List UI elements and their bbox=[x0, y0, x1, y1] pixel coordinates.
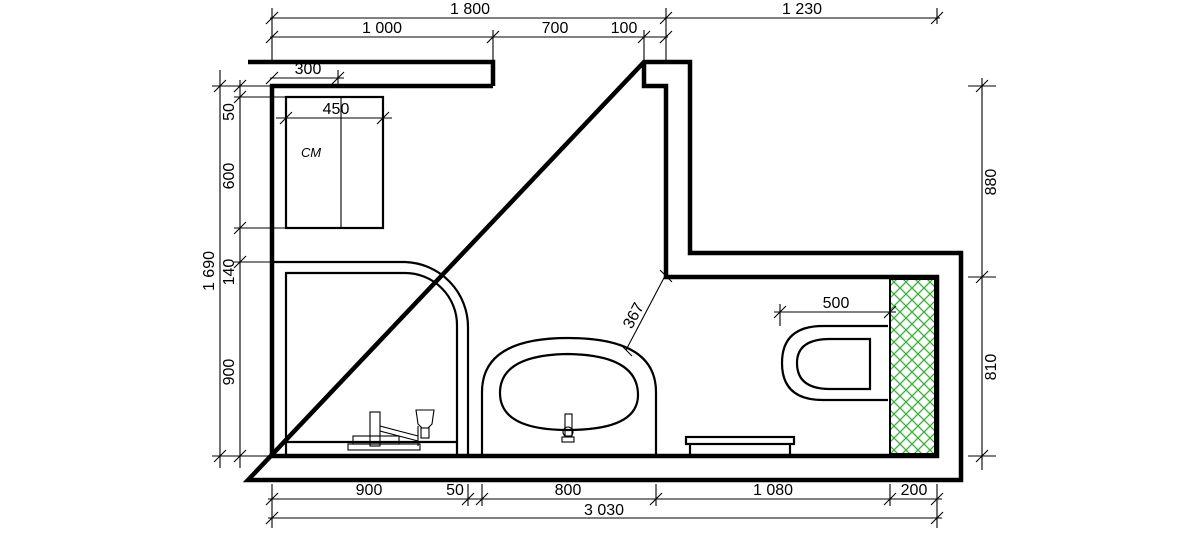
dim-top-2: 700 bbox=[542, 20, 569, 37]
washbasin bbox=[480, 336, 658, 456]
shower-mixer-icon bbox=[347, 409, 435, 451]
dim-bottom-5: 200 bbox=[901, 482, 928, 499]
dim-left-4: 900 bbox=[221, 359, 238, 386]
dim-right-lower: 810 bbox=[983, 354, 1000, 381]
bottom-dimensions: 900 50 800 1 080 200 3 030 bbox=[265, 482, 944, 528]
dim-bottom-4: 1 080 bbox=[753, 482, 793, 499]
dim-top-right: 1 230 bbox=[782, 1, 822, 18]
dim-left-2: 600 bbox=[221, 163, 238, 190]
fixtures: СМ bbox=[272, 95, 936, 456]
dim-washer-width: 300 bbox=[295, 61, 322, 78]
dim-bottom-1: 900 bbox=[356, 482, 383, 499]
toilet bbox=[780, 324, 888, 402]
basin-faucet-icon bbox=[561, 413, 575, 443]
dim-left-3: 140 bbox=[221, 259, 238, 286]
washing-machine: СМ bbox=[284, 95, 385, 230]
shower-tray bbox=[272, 260, 470, 456]
dim-top-overall: 1 800 bbox=[450, 1, 490, 18]
inner-wall bbox=[269, 62, 940, 459]
dim-bottom-overall: 3 030 bbox=[584, 502, 624, 519]
dim-bottom-3: 800 bbox=[555, 482, 582, 499]
walls bbox=[242, 59, 964, 483]
toilet-installation bbox=[889, 278, 936, 455]
dim-bottom-2: 50 bbox=[446, 482, 464, 499]
washing-machine-label: СМ bbox=[301, 145, 321, 160]
dim-right-upper: 880 bbox=[983, 169, 1000, 196]
diagonal-dimension: 367 bbox=[619, 269, 673, 357]
dim-top-1: 1 000 bbox=[362, 20, 402, 37]
bench bbox=[684, 435, 796, 456]
top-dimensions: 1 800 1 230 1 000 700 100 300 450 bbox=[265, 1, 944, 125]
dim-toilet-width: 500 bbox=[823, 295, 850, 312]
left-dimensions: 1 690 50 600 140 900 bbox=[201, 70, 286, 468]
dim-cabinet-width: 450 bbox=[323, 101, 350, 118]
outer-wall bbox=[242, 59, 964, 483]
right-dimensions: 880 810 bbox=[968, 78, 1000, 470]
dim-left-1: 50 bbox=[221, 103, 238, 121]
toilet-dimension: 500 bbox=[773, 295, 897, 326]
dim-left-overall: 1 690 bbox=[201, 251, 218, 291]
dim-top-3: 100 bbox=[611, 20, 638, 37]
